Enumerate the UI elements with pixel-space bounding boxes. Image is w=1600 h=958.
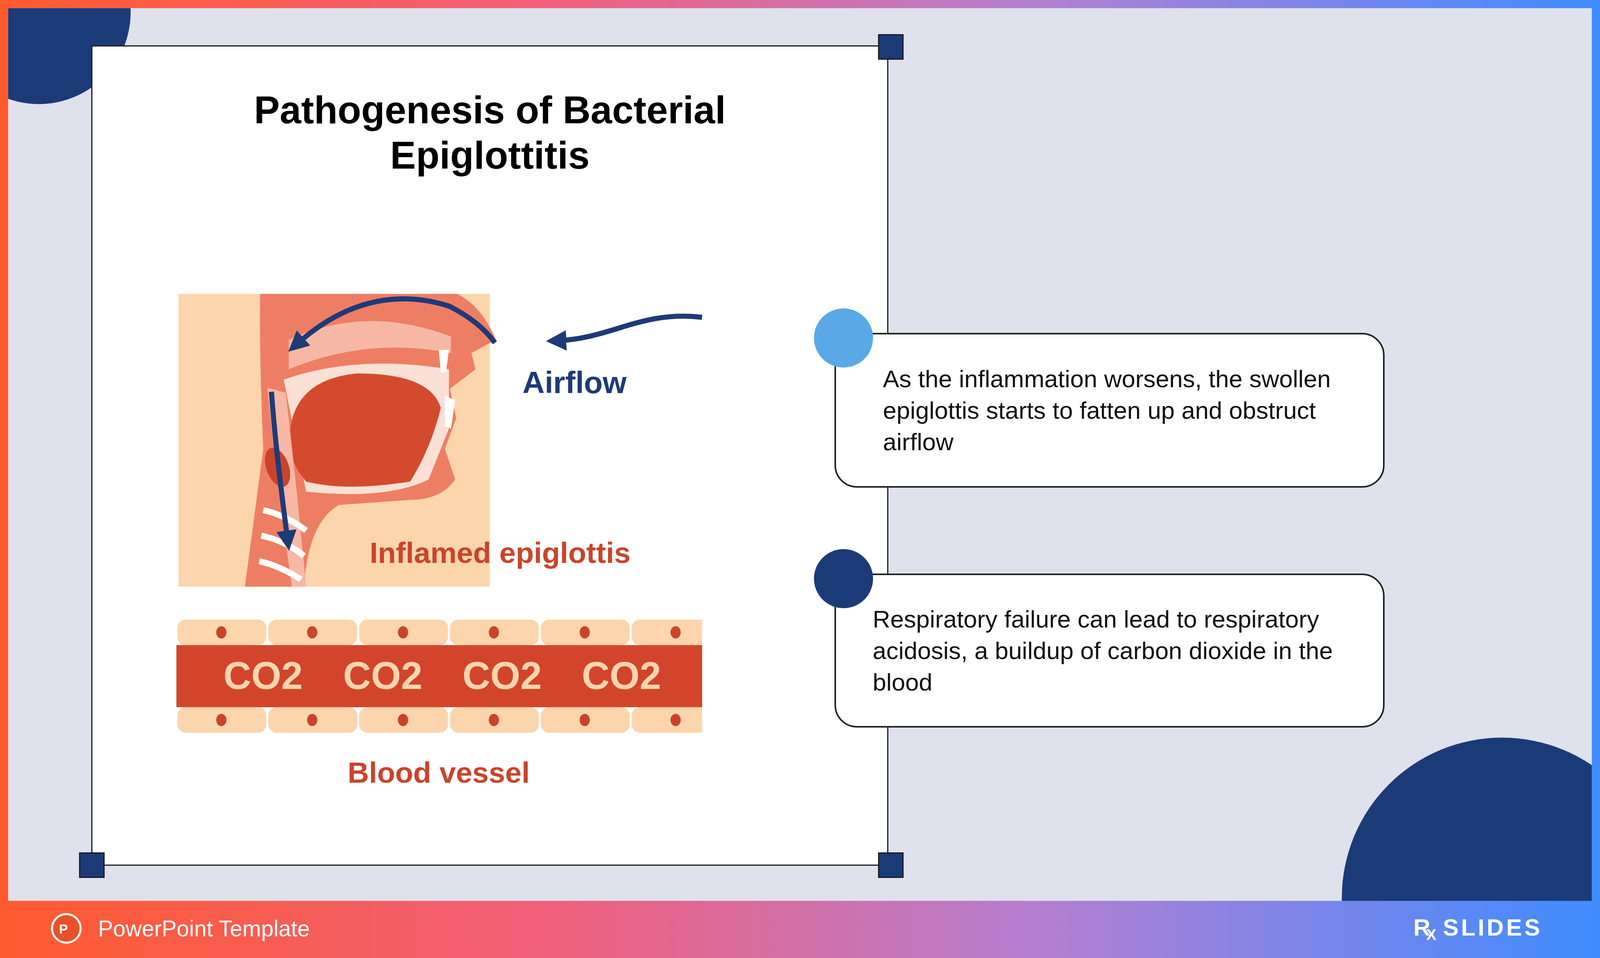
airflow-arrow <box>271 391 288 541</box>
footer-bar <box>0 900 1600 958</box>
corner-square <box>878 852 903 877</box>
logo-text: SLIDES <box>1442 913 1543 941</box>
airflow-arrow <box>556 316 703 341</box>
cell-nucleus <box>216 713 227 726</box>
corner-square <box>79 852 104 877</box>
vessel-cell <box>631 619 703 646</box>
vessel-cell <box>177 619 267 646</box>
vessel-cell <box>359 619 449 646</box>
corner-circle <box>1341 737 1592 901</box>
cell-nucleus <box>398 713 409 726</box>
co2-label: CO2 <box>581 653 662 698</box>
cell-nucleus <box>579 713 590 726</box>
vessel-cell <box>540 706 630 733</box>
vessel-lumen <box>176 645 703 708</box>
app-icon-letter: P <box>57 921 70 937</box>
app-icon <box>51 914 81 943</box>
epiglottis-label: Inflamed epiglottis <box>369 535 631 570</box>
vessel-label: Blood vessel <box>347 755 531 790</box>
card <box>91 46 888 866</box>
text-box: As the inflammation worsens, the swollen… <box>834 332 1385 488</box>
title: Pathogenesis of Bacterial Epiglottitis <box>194 87 786 178</box>
vessel-cell <box>268 706 358 733</box>
content-ground <box>8 8 1593 901</box>
corner-square <box>878 34 903 60</box>
cell-nucleus <box>216 626 227 639</box>
oral-cavity <box>283 363 449 494</box>
teeth <box>438 349 455 429</box>
vessel-cell <box>177 706 267 733</box>
blood-vessel: CO2CO2CO2CO2Blood vessel <box>176 619 703 733</box>
cell-nucleus <box>579 626 590 639</box>
co2-label: CO2 <box>223 653 303 698</box>
vessel-cell <box>268 619 358 646</box>
text-box: Respiratory failure can lead to respirat… <box>834 573 1385 728</box>
vessel-cell <box>450 706 540 733</box>
co2-label: CO2 <box>342 653 423 698</box>
cell-nucleus <box>488 626 499 639</box>
airflow-arrow <box>295 298 495 345</box>
frame-right <box>1591 0 1600 958</box>
airflow-label: Airflow <box>522 364 627 401</box>
vessel-cell <box>450 619 540 646</box>
footer-text: PowerPoint Template <box>98 915 310 942</box>
cell-nucleus <box>307 626 318 639</box>
box-text: Respiratory failure can lead to respirat… <box>872 603 1360 698</box>
vessel-cell <box>359 706 449 733</box>
box-text: As the inflammation worsens, the swollen… <box>882 363 1360 458</box>
vessel-cell <box>540 619 630 646</box>
vessel-cell <box>631 706 703 733</box>
co2-label: CO2 <box>462 653 542 698</box>
cell-nucleus <box>307 713 318 726</box>
cell-nucleus <box>398 626 409 639</box>
cell-nucleus <box>670 713 681 726</box>
bullet-circle <box>813 548 874 609</box>
logo-letter: X <box>1426 926 1437 944</box>
frame-left <box>0 0 9 958</box>
cell-nucleus <box>488 713 499 726</box>
cell-nucleus <box>670 626 681 639</box>
tongue <box>289 373 441 487</box>
bullet-circle <box>813 308 874 368</box>
